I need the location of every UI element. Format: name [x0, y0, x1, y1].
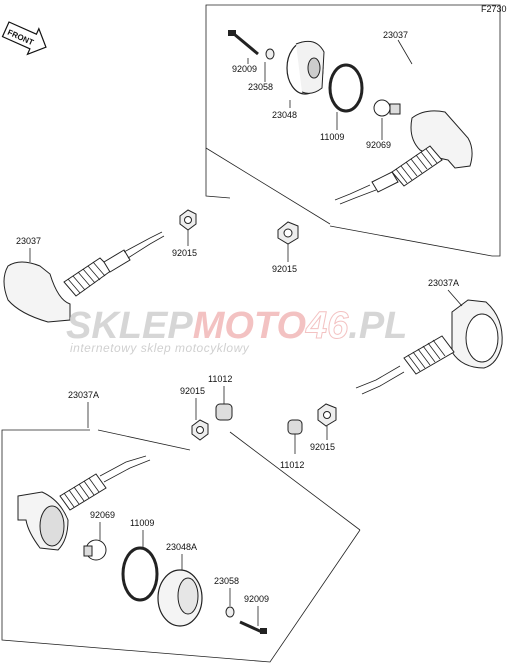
label-92009-bottom-left: 92009 [244, 594, 269, 604]
label-23048A-bottom-left: 23048A [166, 542, 197, 552]
label-23037-middle-left: 23037 [16, 236, 41, 246]
watermark-brand-a: SKLEP [66, 305, 193, 347]
label-23048-top-right: 23048 [272, 110, 297, 120]
watermark-brand-c: 46 [305, 305, 349, 347]
rear-left-turn-signal-group [1, 386, 361, 663]
label-11012-bottom-left: 11012 [208, 374, 232, 384]
label-23058-top-right: 23058 [248, 82, 273, 92]
front-right-turn-signal-group [205, 4, 501, 262]
svg-text:SKLEPMOTO46.PL: SKLEPMOTO46.PL [66, 305, 407, 347]
label-92069-bottom-left: 92069 [90, 510, 115, 520]
front-left-turn-signal-assembly [3, 209, 197, 323]
label-23037-top-right: 23037 [383, 30, 408, 40]
label-92015-right: 92015 [310, 442, 335, 452]
label-23037A-bottom-left: 23037A [68, 390, 99, 400]
watermark: SKLEPMOTO46.PL internetowy sklep motocyk… [66, 305, 407, 356]
watermark-brand-b: MOTO [193, 305, 306, 347]
label-11012-right: 11012 [280, 460, 304, 470]
label-92069-top-right: 92069 [366, 140, 391, 150]
front-arrow-icon: FRONT [1, 21, 47, 56]
label-11009-bottom-left: 11009 [130, 518, 154, 528]
label-92009-top-right: 92009 [232, 64, 257, 74]
label-23058-bottom-left: 23058 [214, 576, 239, 586]
watermark-brand-d: .PL [348, 305, 407, 347]
label-92015-middle-left: 92015 [172, 248, 197, 258]
label-92015-top-right: 92015 [272, 264, 297, 274]
figure-code: F2730 [481, 4, 507, 14]
label-92015-bottom-left: 92015 [180, 386, 205, 396]
watermark-tagline: internetowy sklep motocyklowy [70, 341, 250, 355]
label-23037A-right: 23037A [428, 278, 459, 288]
rear-right-turn-signal-assembly [287, 289, 503, 454]
label-11009-top-right: 11009 [320, 132, 344, 142]
